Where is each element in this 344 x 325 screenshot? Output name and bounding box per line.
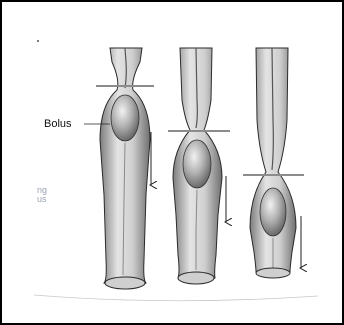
esophagus-stage-1 bbox=[84, 48, 154, 289]
tube-opening bbox=[256, 268, 290, 278]
baseline-curve bbox=[34, 295, 318, 301]
faded-text-line-2: us bbox=[37, 195, 47, 204]
specks bbox=[37, 40, 39, 42]
tube-opening bbox=[105, 277, 145, 289]
bolus bbox=[111, 95, 139, 141]
esophagus-stage-3 bbox=[243, 48, 304, 278]
esophagus-stage-2 bbox=[168, 48, 230, 284]
bolus bbox=[260, 188, 286, 236]
bolus bbox=[183, 140, 211, 188]
tube-opening bbox=[178, 272, 214, 284]
bolus-label: Bolus bbox=[44, 118, 72, 130]
